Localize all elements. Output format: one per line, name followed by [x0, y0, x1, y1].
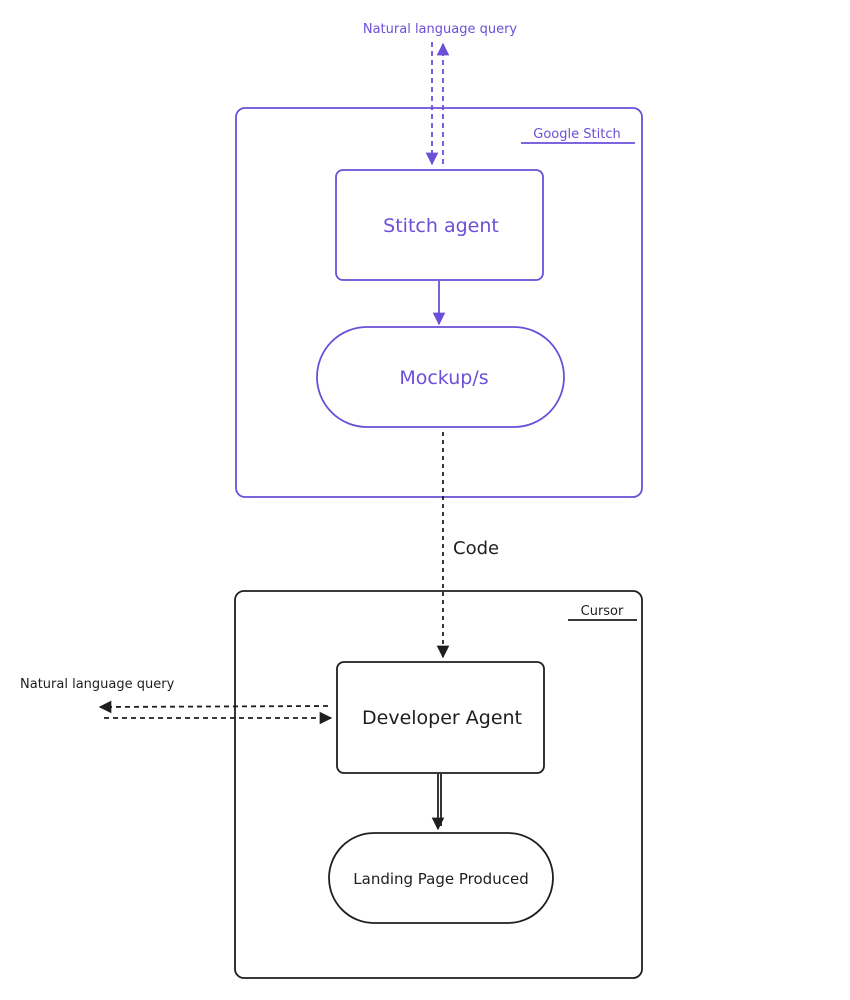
cursor-container: Cursor [234, 590, 643, 979]
code-label: Code [453, 538, 499, 559]
google-stitch-frame [235, 107, 643, 498]
cursor-frame [234, 590, 643, 979]
cursor-title: Cursor [581, 604, 624, 619]
developer-agent-box [336, 661, 545, 774]
mockup-shape [316, 326, 565, 428]
landing-page-label: Landing Page Produced [353, 870, 528, 888]
side-query-label: Natural language query [20, 677, 175, 692]
mockup-node: Mockup/s [316, 326, 565, 428]
stitch-agent-box [335, 169, 544, 281]
landing-page-node: Landing Page Produced [328, 832, 554, 924]
landing-page-shape [328, 832, 554, 924]
stitch-agent-label: Stitch agent [383, 215, 499, 237]
mockup-label: Mockup/s [399, 367, 488, 389]
stitch-agent-node: Stitch agent [335, 169, 544, 281]
developer-agent-node: Developer Agent [336, 661, 545, 774]
query-out-arrow [98, 700, 329, 714]
top-query-label: Natural language query [363, 22, 518, 37]
google-stitch-title: Google Stitch [533, 127, 620, 142]
google-stitch-container: Google Stitch [235, 107, 643, 498]
developer-agent-label: Developer Agent [362, 707, 522, 729]
